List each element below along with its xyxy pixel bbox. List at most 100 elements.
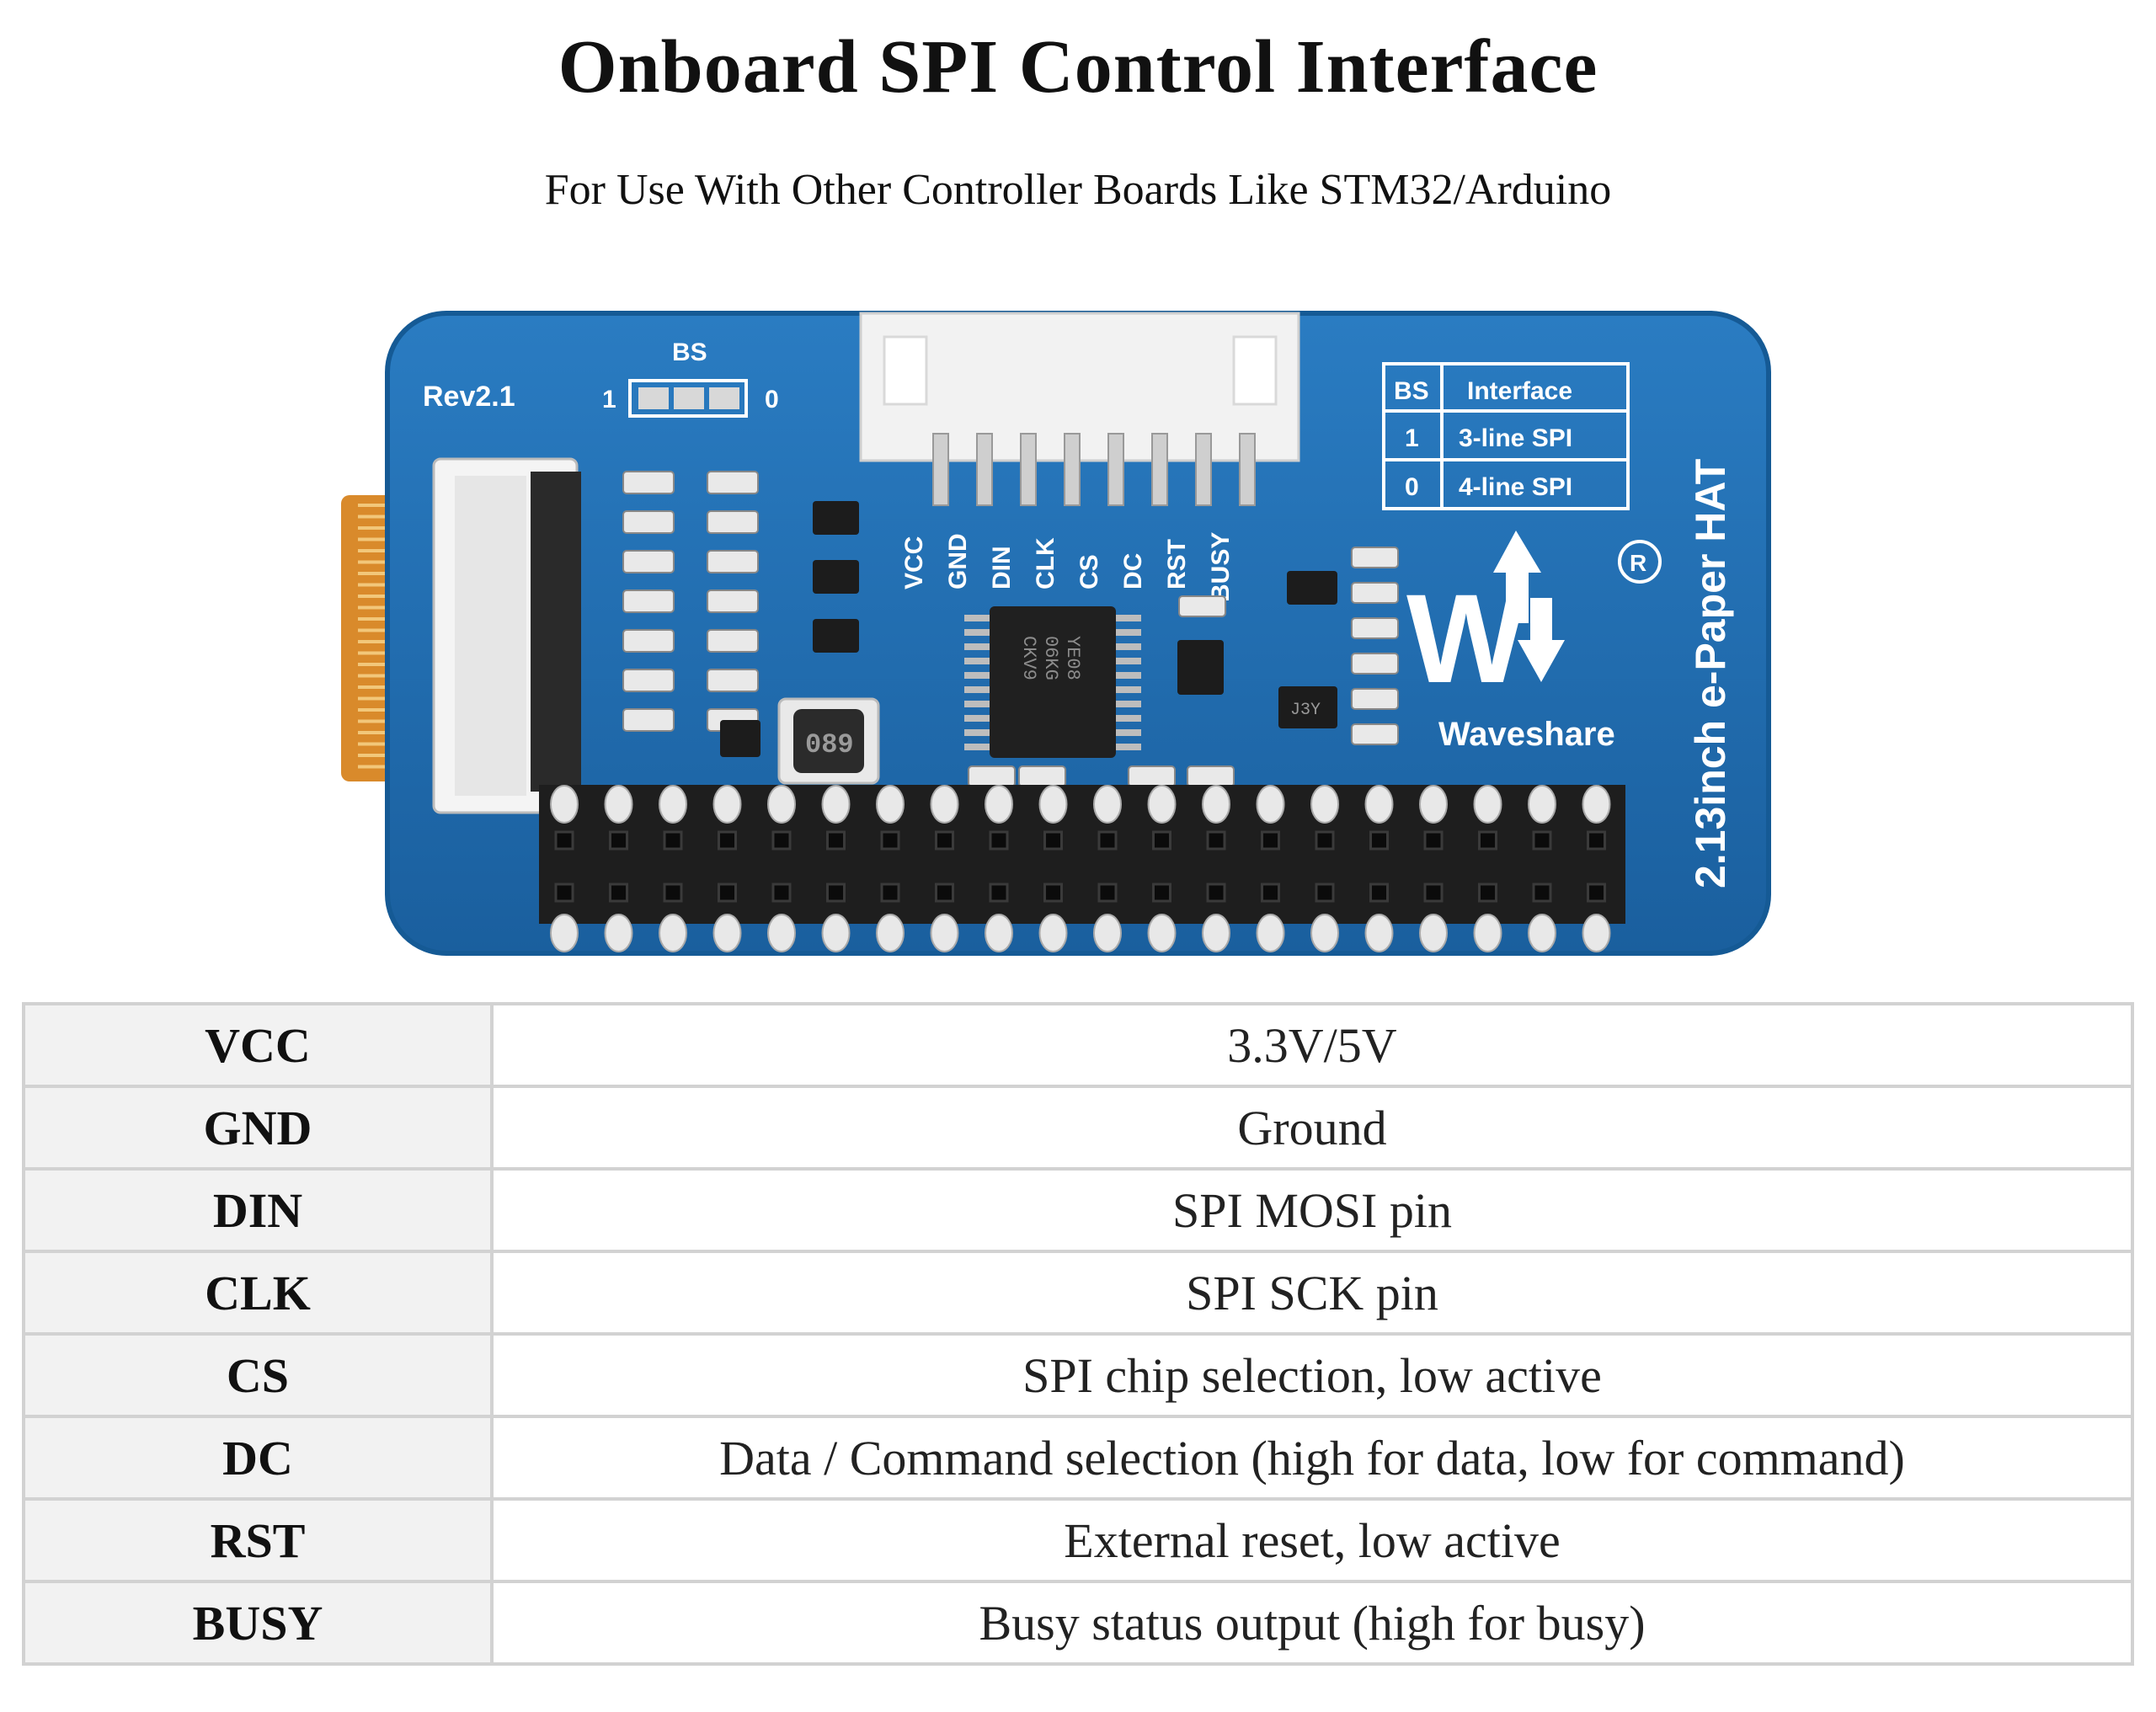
header-solder-joint	[1364, 785, 1394, 824]
header-hole	[935, 883, 954, 903]
pin-name-cell: CS	[22, 1332, 494, 1418]
page-subtitle: For Use With Other Controller Boards Lik…	[544, 166, 1612, 214]
chip-leg	[964, 686, 990, 693]
chip-leg	[1116, 615, 1141, 621]
header-solder-joint	[1256, 914, 1285, 952]
table-row: DC Data / Command selection (high for da…	[22, 1415, 2134, 1501]
header-hole	[1261, 883, 1280, 903]
header-solder-joint	[985, 914, 1013, 952]
pin-label-clk: CLK	[1032, 537, 1059, 589]
connector-pin	[1239, 433, 1256, 506]
header-hole	[554, 883, 574, 903]
header-solder-joint	[1147, 914, 1177, 952]
chip-leg	[964, 658, 990, 664]
header-solder-joint	[1528, 785, 1556, 824]
smd-component	[1351, 723, 1399, 745]
header-solder-joint	[1364, 914, 1394, 952]
smd-component	[622, 708, 675, 732]
header-solder-joint	[930, 914, 959, 952]
inductor: 089	[777, 697, 880, 785]
level-shifter-chip: YE08 06KG CKV9	[964, 606, 1141, 758]
header-hole	[554, 830, 574, 851]
chip-leg	[964, 643, 990, 650]
page-title: Onboard SPI Control Interface	[558, 25, 1598, 109]
header-hole	[826, 830, 846, 851]
header-hole	[880, 883, 900, 903]
header-hole	[1152, 883, 1171, 903]
header-solder-joint	[604, 914, 633, 952]
smd-component	[1018, 765, 1066, 787]
pin-description-cell: Busy status output (high for busy)	[490, 1580, 2134, 1666]
chip-leg	[1116, 686, 1141, 693]
bs-table-row2-interface: 4-line SPI	[1459, 473, 1572, 501]
connector-pin	[1064, 433, 1081, 506]
header-solder-joint	[985, 785, 1013, 824]
header-hole	[1043, 830, 1063, 851]
header-hole	[1261, 830, 1280, 851]
header-solder-joint	[1093, 785, 1122, 824]
chip-leg	[964, 715, 990, 722]
header-hole	[826, 883, 846, 903]
pin-description-cell: SPI MOSI pin	[490, 1167, 2134, 1253]
table-row: BUSY Busy status output (high for busy)	[22, 1580, 2134, 1666]
smd-component	[1351, 582, 1399, 604]
header-solder-joint	[1202, 785, 1230, 824]
header-hole	[1532, 830, 1552, 851]
smd-component	[968, 765, 1016, 787]
chip-leg	[964, 615, 990, 621]
pin-description-cell: External reset, low active	[490, 1497, 2134, 1583]
chip-leg	[964, 729, 990, 736]
header-solder-joint	[659, 914, 687, 952]
table-row: RST External reset, low active	[22, 1497, 2134, 1583]
header-hole	[1315, 830, 1335, 851]
connector-pin	[1020, 433, 1037, 506]
header-solder-joint	[876, 785, 905, 824]
header-pin-labels: VCC GND DIN CLK CS DC RST BUSY	[900, 532, 1235, 602]
header-hole	[663, 830, 683, 851]
smd-component	[707, 550, 759, 573]
pin-name-cell: RST	[22, 1497, 494, 1583]
header-hole	[1369, 830, 1389, 851]
transistor-marking: J3Y	[1290, 701, 1321, 720]
smd-component	[707, 589, 759, 613]
header-solder-joint	[1093, 914, 1122, 952]
header-solder-joint	[876, 914, 905, 952]
chip-leg	[1116, 715, 1141, 722]
table-row: VCC 3.3V/5V	[22, 1002, 2134, 1088]
header-solder-joint	[1419, 914, 1448, 952]
pin-label-dc: DC	[1119, 553, 1147, 589]
chip-leg	[964, 701, 990, 707]
pin-label-gnd: GND	[944, 533, 972, 589]
bs-table-row1-interface: 3-line SPI	[1459, 424, 1572, 452]
pin-name-cell: VCC	[22, 1002, 494, 1088]
pin-description-table: VCC 3.3V/5V GND Ground DIN SPI MOSI pin …	[22, 1002, 2134, 1666]
header-solder-joint	[1419, 785, 1448, 824]
pin-description-cell: Ground	[490, 1085, 2134, 1171]
bs-jumper	[628, 379, 748, 418]
spi-header-connector	[859, 312, 1300, 506]
smd-component	[1178, 595, 1226, 617]
pin-description-cell: SPI SCK pin	[490, 1250, 2134, 1336]
smd-component	[1128, 765, 1176, 787]
smd-component	[707, 471, 759, 494]
header-hole	[771, 883, 792, 903]
header-hole	[1206, 830, 1226, 851]
header-hole	[1478, 830, 1497, 851]
chip-leg	[1116, 658, 1141, 664]
smd-component	[622, 550, 675, 573]
bs-table-header-bs: BS	[1394, 377, 1429, 405]
header-hole	[1043, 883, 1063, 903]
table-row: GND Ground	[22, 1085, 2134, 1171]
header-solder-joint	[1473, 785, 1502, 824]
connector-pin	[976, 433, 993, 506]
waveshare-logo: W R Waveshare	[1406, 531, 1662, 753]
header-hole	[989, 883, 1009, 903]
header-solder-joint	[1310, 785, 1339, 824]
chip-leg	[964, 629, 990, 636]
pin-label-rst: RST	[1163, 539, 1191, 589]
chip-leg	[1116, 729, 1141, 736]
smd-component	[622, 589, 675, 613]
header-solder-joint	[1147, 785, 1177, 824]
chip-marking-3: CKV9	[1018, 636, 1039, 680]
header-hole	[718, 830, 737, 851]
